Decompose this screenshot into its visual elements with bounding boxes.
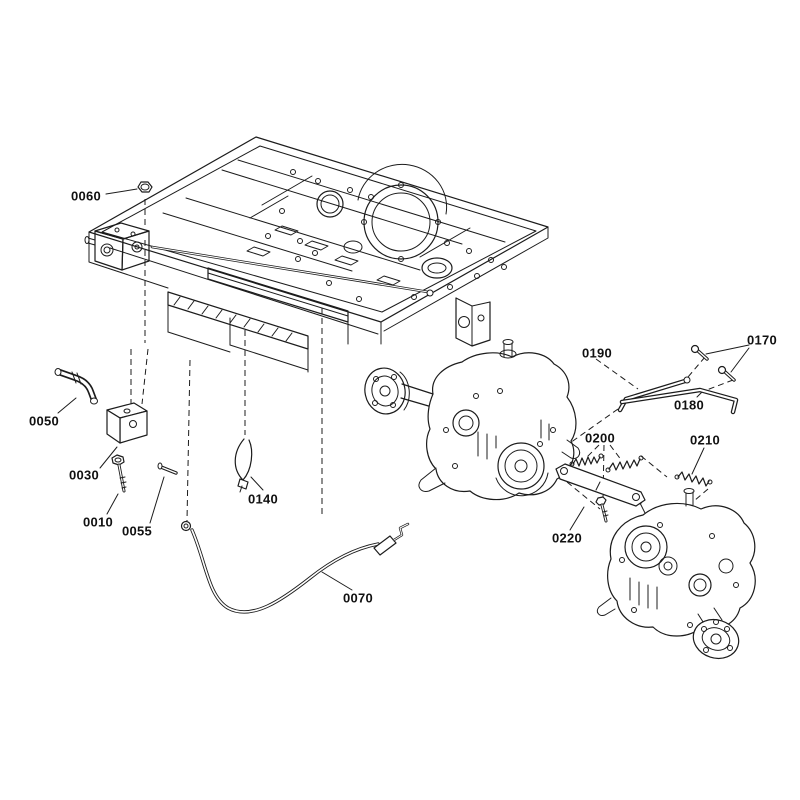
lever-0220 xyxy=(555,463,646,507)
bolt-0010 xyxy=(111,454,127,493)
callout-0060: 0060 xyxy=(70,188,102,204)
transaxle-front xyxy=(364,339,581,501)
pin-0055 xyxy=(157,462,178,475)
bracket-0030 xyxy=(106,402,148,444)
springs-0200 xyxy=(569,453,644,523)
callout-0055: 0055 xyxy=(121,523,153,539)
rod-0180 xyxy=(619,387,739,415)
nut-0060 xyxy=(137,181,153,193)
assembly-alignment-lines xyxy=(130,199,734,522)
frame-gearbox xyxy=(84,222,150,271)
cable-tie-0140 xyxy=(234,438,253,493)
cable-0070 xyxy=(180,520,410,614)
callout-0140: 0140 xyxy=(247,491,279,507)
transaxle-rear xyxy=(596,488,756,660)
callout-0050: 0050 xyxy=(28,413,60,429)
spring-0210 xyxy=(674,471,713,487)
leader-lines xyxy=(57,188,750,591)
rod-0190 xyxy=(617,376,691,413)
hose-0050 xyxy=(54,368,98,405)
screws-0170 xyxy=(690,344,736,382)
callout-0210: 0210 xyxy=(689,432,721,448)
callout-0170: 0170 xyxy=(746,332,778,348)
callout-0180: 0180 xyxy=(673,397,705,413)
callout-0200: 0200 xyxy=(584,430,616,446)
callout-0190: 0190 xyxy=(581,345,613,361)
callout-0220: 0220 xyxy=(551,530,583,546)
callout-0070: 0070 xyxy=(342,590,374,606)
callout-0030: 0030 xyxy=(68,467,100,483)
callout-0010: 0010 xyxy=(82,514,114,530)
frame-deck xyxy=(88,136,549,373)
